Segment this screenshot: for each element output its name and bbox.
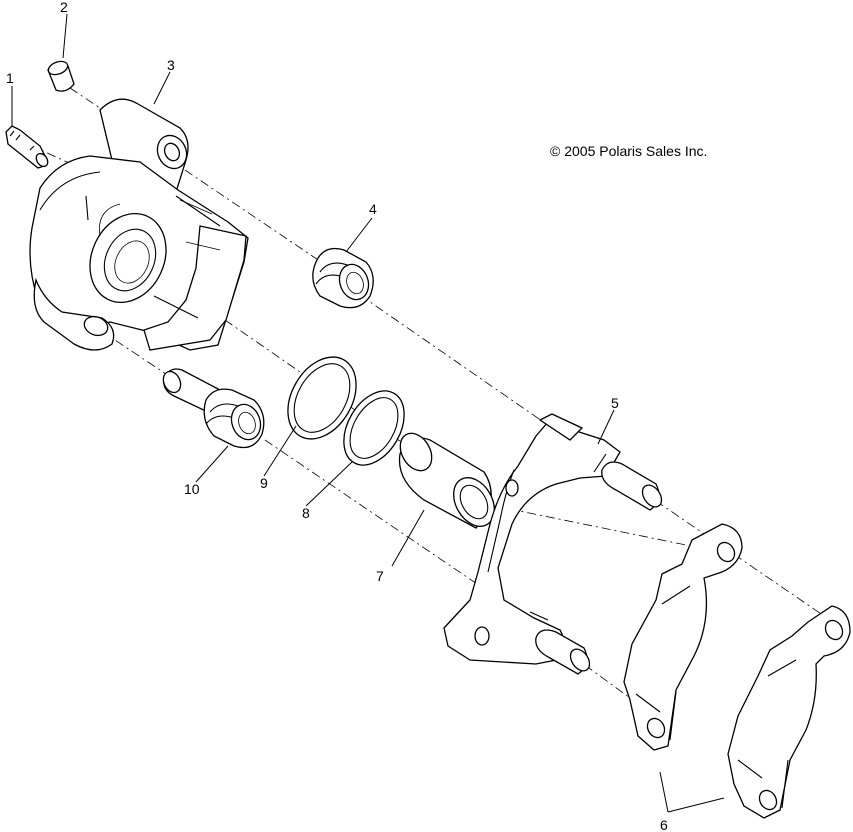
piston-seal-ring <box>287 356 357 440</box>
bleeder-cap <box>47 60 75 92</box>
brake-pad-outer <box>727 605 851 819</box>
piston <box>398 432 495 529</box>
bleeder-screw <box>5 125 49 169</box>
callout-5: 5 <box>611 395 619 411</box>
slide-pin-boot <box>162 368 265 449</box>
callout-labels: 1 2 3 4 5 6 7 8 9 10 <box>6 0 668 832</box>
copyright-notice: © 2005 Polaris Sales Inc. <box>550 143 707 159</box>
callout-8: 8 <box>302 505 310 521</box>
callout-6: 6 <box>660 817 668 832</box>
caliper-bracket <box>443 413 663 675</box>
callout-1: 1 <box>6 70 14 86</box>
callout-2: 2 <box>60 0 68 15</box>
callout-4: 4 <box>369 201 377 217</box>
dust-seal-ring <box>343 390 405 466</box>
boot-seal <box>312 247 374 309</box>
callout-7: 7 <box>376 568 384 584</box>
callout-9: 9 <box>260 475 268 491</box>
callout-leaders <box>11 13 725 813</box>
callout-3: 3 <box>167 57 175 73</box>
caliper-housing <box>29 98 249 351</box>
brake-pad-inner <box>623 523 743 751</box>
callout-10: 10 <box>184 481 200 497</box>
